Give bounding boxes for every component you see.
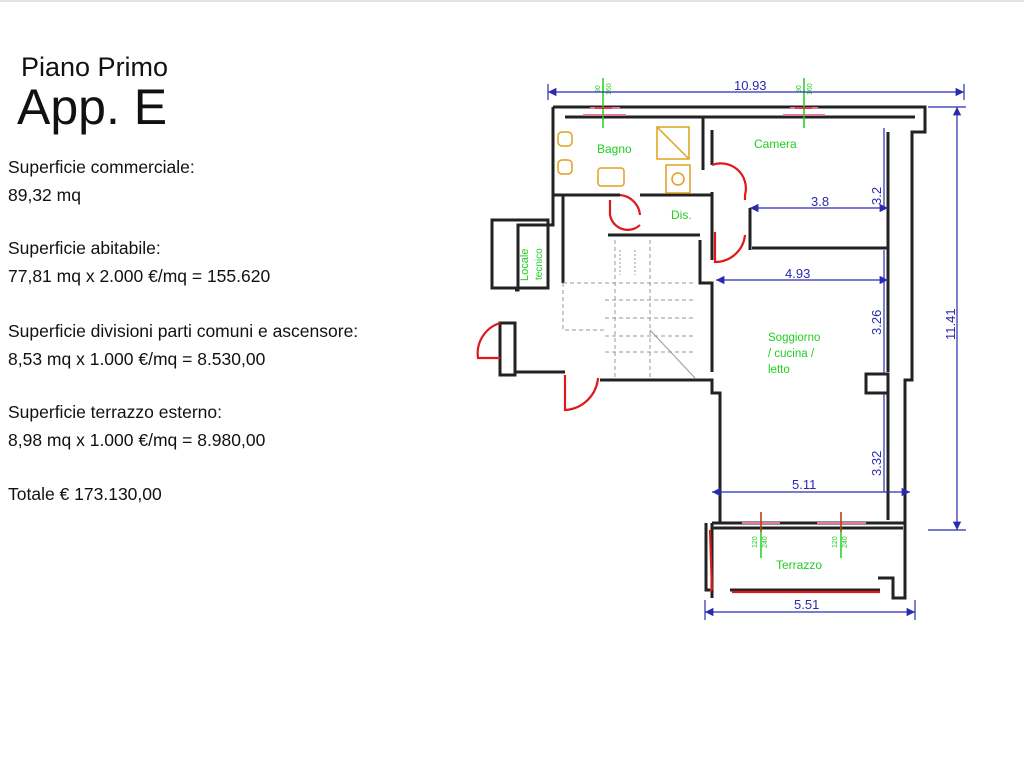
dim-label: 5.51 (794, 597, 819, 612)
dim-label: 5.11 (792, 477, 816, 492)
bidet-icon (557, 159, 573, 175)
room-labels: Bagno Camera Dis. Locale tecnico Soggior… (519, 137, 822, 572)
room-label: Locale (519, 249, 531, 281)
info-panel: Piano Primo App. E Superficie commercial… (0, 0, 480, 768)
dim-label: 3.8 (811, 194, 829, 209)
area-value: 77,81 mq x 2.000 €/mq = 155.620 (8, 266, 271, 286)
door-camera (711, 162, 747, 200)
wall-terrace-inner (712, 521, 905, 530)
washer-icon (665, 164, 691, 194)
walls (490, 105, 927, 600)
area-value: 8,98 mq x 1.000 €/mq = 8.980,00 (8, 430, 266, 450)
room-label: Terrazzo (776, 558, 822, 572)
room-label: / cucina / (768, 348, 815, 360)
wall-west-lower (498, 321, 517, 377)
window-note: 120 (832, 536, 839, 548)
total-price: Totale € 173.130,00 (8, 484, 162, 504)
window-bath (583, 107, 626, 116)
wall-living-pier (864, 372, 890, 395)
floor-title: Piano Primo (21, 52, 169, 82)
wc-icon (557, 131, 573, 147)
door-terrace (708, 529, 714, 592)
dimension-labels: 10.93 11.41 3.2 3.8 4.93 3.26 3.32 5.11 … (734, 78, 958, 612)
room-label: tecnico (534, 248, 545, 280)
window-note: 240 (762, 536, 769, 548)
room-label: Camera (754, 137, 797, 151)
door-living (713, 232, 747, 264)
dim-label: 4.93 (785, 266, 810, 281)
window-marker-red (595, 107, 842, 532)
door-entrance-bottom (563, 375, 600, 412)
room-label: Dis. (671, 208, 692, 222)
dim-label: 10.93 (734, 78, 767, 93)
area-terrace: Superficie terrazzo esterno: 8,98 mq x 1… (8, 398, 265, 454)
dim-label: 11.41 (943, 308, 958, 340)
dim-label: 3.32 (869, 451, 884, 476)
staircase (562, 240, 696, 379)
area-value: 8,53 mq x 1.000 €/mq = 8.530,00 (8, 349, 266, 369)
wall-bath-east (701, 117, 714, 260)
wall-stair-north (561, 195, 700, 283)
door-entrance-left (476, 321, 501, 360)
room-label: letto (768, 364, 790, 376)
room-label: Soggiorno (768, 332, 820, 344)
area-label: Superficie terrazzo esterno: (8, 402, 222, 422)
room-label: Bagno (597, 142, 632, 156)
area-label: Superficie divisioni parti comuni e asce… (8, 321, 359, 341)
bath-fixtures (557, 126, 691, 194)
wall-locale (490, 218, 550, 290)
dim-label: 3.2 (869, 187, 884, 205)
area-commercial: Superficie commerciale: 89,32 mq (8, 153, 195, 209)
area-value: 89,32 mq (8, 185, 81, 205)
wall-landing-south (515, 370, 722, 523)
window-note: 240 (842, 536, 849, 548)
window-note: 160 (606, 83, 613, 95)
window-note: 160 (807, 83, 814, 95)
windows (583, 107, 866, 524)
area-common-parts: Superficie divisioni parti comuni e asce… (8, 317, 358, 373)
unit-title: App. E (17, 79, 168, 135)
door-bath (619, 193, 642, 216)
wall-west-upper (515, 107, 555, 292)
doors (476, 162, 880, 594)
wall-outer-north (553, 105, 927, 525)
sink-icon (597, 167, 625, 187)
window-note: 120 (752, 536, 759, 548)
area-habitable: Superficie abitabile: 77,81 mq x 2.000 €… (8, 234, 270, 290)
dimension-lines (547, 84, 966, 620)
floor-plan: 90 160 90 160 120 240 120 240 10.93 11.4… (476, 78, 966, 620)
door-dis (608, 200, 641, 231)
area-label: Superficie commerciale: (8, 157, 195, 177)
shower-icon (656, 126, 690, 160)
top-border (0, 0, 1024, 2)
dim-label: 3.26 (869, 310, 884, 335)
wall-stair-east (698, 240, 714, 372)
area-label: Superficie abitabile: (8, 238, 161, 258)
